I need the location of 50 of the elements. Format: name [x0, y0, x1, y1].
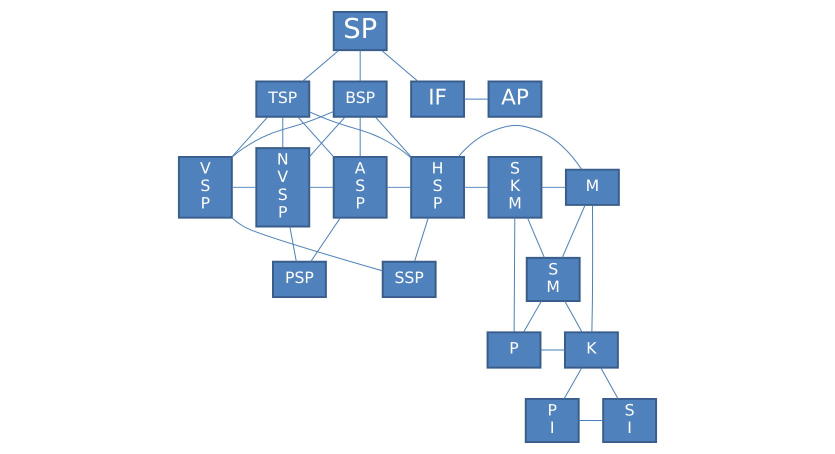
connector: [289, 226, 297, 262]
connector: [232, 218, 384, 272]
connector: [282, 116, 284, 148]
connector: [308, 186, 334, 188]
connector: [302, 50, 340, 82]
connector: [298, 116, 334, 158]
node-box: K: [564, 331, 619, 369]
node-box: BSP: [332, 80, 388, 118]
connector: [232, 186, 257, 188]
node-box: SSP: [382, 260, 437, 298]
node-box: V S P: [178, 156, 233, 219]
connector: [308, 116, 346, 158]
connector: [527, 217, 545, 258]
connector: [564, 367, 582, 400]
connector: [360, 116, 361, 158]
connector: [464, 98, 489, 100]
connector: [562, 204, 586, 258]
connector: [232, 110, 334, 158]
connector: [600, 367, 619, 400]
node-box: S I: [602, 398, 658, 444]
node-box: SP: [332, 10, 388, 52]
connector: [578, 420, 604, 421]
connector: [381, 50, 418, 82]
node-box: S K M: [488, 156, 542, 219]
connector: [414, 217, 429, 262]
connector: [541, 186, 566, 188]
node-box: TSP: [255, 80, 310, 118]
connector: [310, 217, 341, 262]
connector: [591, 204, 594, 333]
connector: [374, 116, 412, 158]
connector: [360, 50, 361, 82]
connector: [386, 186, 412, 188]
connector: [514, 217, 516, 333]
node-box: AP: [488, 80, 542, 118]
node-box: S M: [526, 256, 581, 302]
node-box: N V S P: [255, 147, 310, 228]
node-box: PSP: [272, 260, 327, 298]
node-box: P I: [524, 398, 580, 444]
node-box: A S P: [332, 156, 388, 219]
connector: [564, 300, 582, 333]
node-box: H S P: [410, 156, 466, 219]
connector: [231, 116, 268, 158]
connector: [540, 349, 566, 350]
node-box: P: [486, 331, 542, 369]
connector: [458, 124, 582, 170]
connector: [464, 186, 489, 188]
connector: [308, 111, 412, 158]
node-box: M: [564, 168, 620, 206]
connector: [523, 300, 542, 333]
node-box: IF: [410, 80, 466, 118]
